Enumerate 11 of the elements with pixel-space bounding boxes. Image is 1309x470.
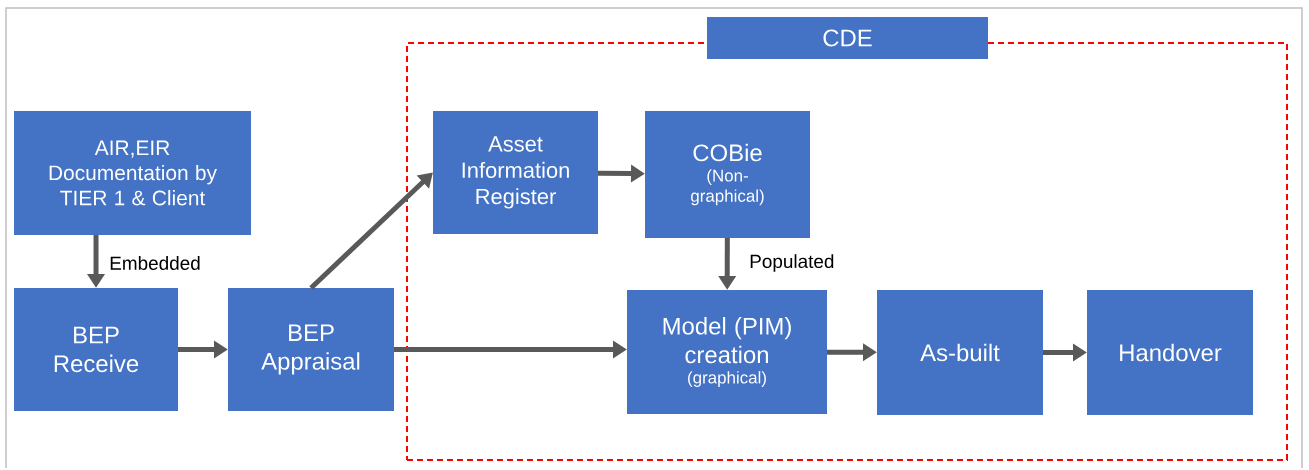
process-box: BEP Appraisal <box>228 288 394 411</box>
edge-label: Embedded <box>108 255 202 271</box>
process-box: Asset Information Register <box>433 111 598 234</box>
process-box: Handover <box>1087 290 1253 415</box>
process-box: AIR,EIR Documentation by TIER 1 & Client <box>14 111 251 235</box>
process-box: As-built <box>877 290 1043 415</box>
process-box: BEP Receive <box>14 288 178 411</box>
process-box: COBie (Non- graphical) <box>645 111 810 238</box>
edge-label: Populated <box>748 253 836 273</box>
heading-box: CDE <box>707 17 988 59</box>
process-box: Model (PIM) creation (graphical) <box>627 290 827 414</box>
